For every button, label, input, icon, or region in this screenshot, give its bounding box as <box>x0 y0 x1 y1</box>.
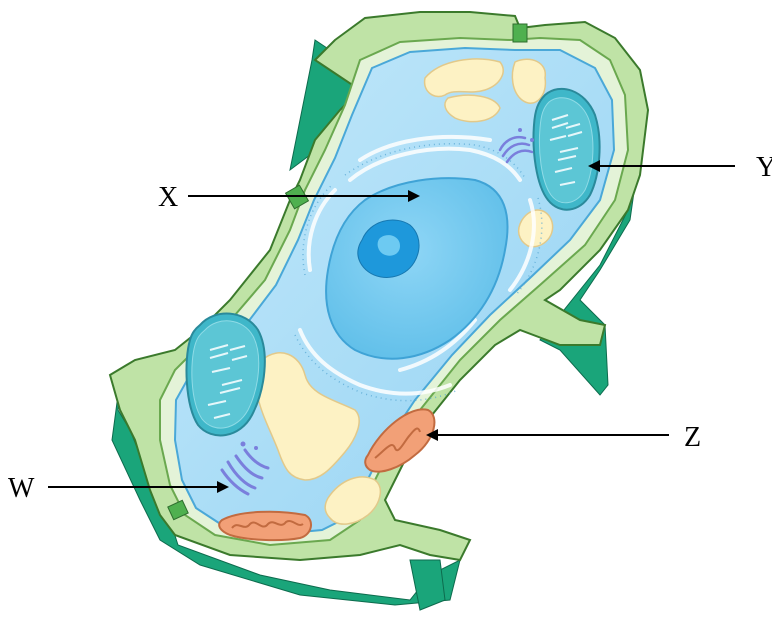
chloroplast-upper <box>534 89 600 210</box>
label-x: X <box>158 182 178 213</box>
label-w: W <box>8 473 35 504</box>
label-y: Y <box>756 152 772 183</box>
mitochondrion-bottom <box>219 512 311 540</box>
label-z: Z <box>684 422 701 453</box>
